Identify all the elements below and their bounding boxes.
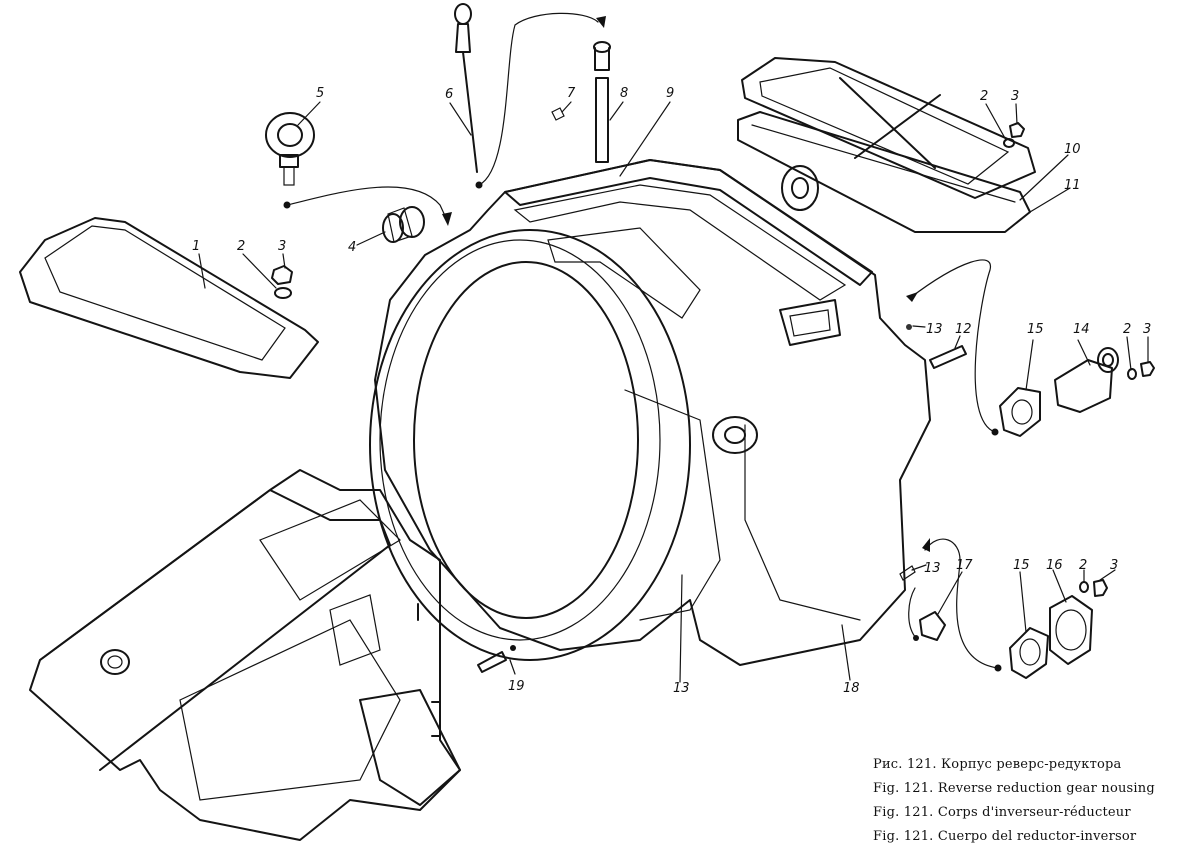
label-12: 12 [955,322,972,337]
assembly-path-lines [283,12,1002,672]
part-7-screw [551,107,565,121]
part-12-stud [929,345,967,369]
label-13: 13 [673,681,690,696]
caption-line-ru: Рис. 121. Корпус реверс-редуктора [873,757,1122,772]
label-9: 9 [666,86,674,101]
part-6-dipstick [454,3,483,189]
part-17-clip [919,611,946,641]
label-15: 15 [1013,558,1030,573]
caption-line-en: Fig. 121. Reverse reduction gear nousing [873,781,1155,796]
part-18-main-housing [369,159,931,666]
part-5-eye-bolt [265,112,315,186]
label-17: 17 [956,558,973,573]
part-1-cover [19,217,319,379]
part-15-gasket-lower [1009,627,1049,679]
label-18: 18 [843,681,860,696]
label-5: 5 [316,86,324,101]
label-6: 6 [445,87,453,102]
label-16: 16 [1046,558,1063,573]
label-1: 1 [192,239,200,254]
label-leader-lines [198,101,1149,683]
part-2-3-fasteners-top [1003,122,1025,148]
part-10-11-cover-gasket [737,57,1036,233]
part-13-plug-upper [906,324,912,330]
part-number-labels: 1 2 3 4 5 6 7 8 9 2 3 10 11 13 12 15 14 … [192,86,1151,696]
assembled-reference-view [29,469,461,841]
label-10: 10 [1064,142,1081,157]
label-3: 3 [1110,558,1118,573]
label-11: 11 [1064,178,1081,193]
label-2: 2 [237,239,245,254]
part-16-flange-cover [1049,595,1093,665]
part-2-3-fasteners-left [271,265,293,299]
label-3: 3 [278,239,286,254]
label-2: 2 [1079,558,1087,573]
label-8: 8 [620,86,628,101]
label-2: 2 [980,89,988,104]
label-15: 15 [1027,322,1044,337]
part-15-gasket-upper [999,387,1041,437]
part-19-stud [477,645,516,673]
caption-line-fr: Fig. 121. Corps d'inverseur-réducteur [873,805,1131,820]
label-13: 13 [924,561,941,576]
label-7: 7 [567,86,576,101]
part-13-plug-lower [899,565,916,581]
label-3: 3 [1143,322,1151,337]
label-2: 2 [1123,322,1131,337]
caption-line-es: Fig. 121. Cuerpo del reductor-inversor [873,829,1137,844]
part-4-bushing [382,206,425,243]
label-4: 4 [348,240,356,255]
label-13: 13 [926,322,943,337]
part-8-tube [593,41,611,163]
label-3: 3 [1011,89,1019,104]
part-2-3-fasteners-right-upper [1127,361,1155,380]
label-19: 19 [508,679,525,694]
label-14: 14 [1073,322,1090,337]
